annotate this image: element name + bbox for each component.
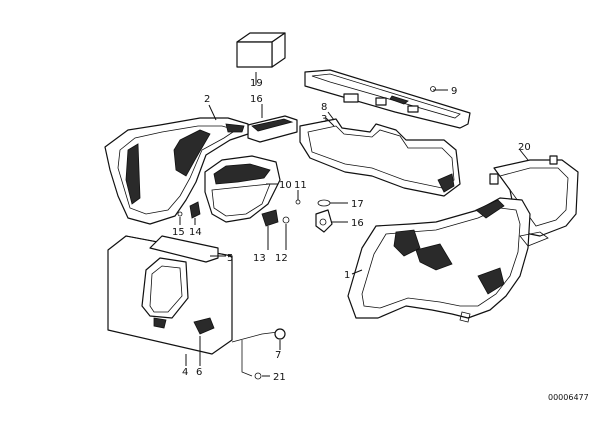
label-7: 7: [275, 350, 281, 361]
part-3-rear-trim-panel: [299, 117, 461, 197]
part-15-clip: [177, 211, 183, 225]
part-9-rear-rail: [304, 69, 471, 129]
part-14-clip: [189, 201, 201, 225]
part-1-right-side-trim: [347, 197, 549, 323]
label-21: 21: [273, 372, 286, 383]
part-2-left-side-trim: [104, 104, 249, 225]
label-15: 15: [172, 227, 185, 238]
part-19-box: [236, 32, 286, 85]
part-4-floor-lid: [107, 235, 233, 366]
part-21-screw: [241, 340, 270, 380]
label-13: 13: [253, 253, 266, 264]
part-16-bracket: [247, 104, 298, 143]
part-10-inner-cover: [204, 155, 301, 223]
label-3: 3: [321, 114, 327, 125]
document-number: 00006477: [548, 393, 589, 402]
part-17-clip: [317, 199, 348, 207]
label-1: 1: [344, 270, 350, 281]
label-11: 11: [294, 180, 307, 191]
label-12: 12: [275, 253, 288, 264]
label-10: 10: [279, 180, 292, 191]
label-20: 20: [518, 142, 531, 153]
part-16-grommet: [315, 209, 348, 233]
part-12-screw: [282, 216, 290, 250]
label-5: 5: [227, 253, 233, 264]
label-6: 6: [196, 367, 202, 378]
label-14: 14: [189, 227, 202, 238]
part-13-clip: [261, 209, 279, 250]
label-16-top: 16: [250, 94, 263, 105]
label-16-right: 16: [351, 218, 364, 229]
label-9: 9: [451, 86, 457, 97]
label-8: 8: [321, 102, 327, 113]
label-2: 2: [204, 94, 210, 105]
part-7-fastener: [231, 328, 286, 350]
label-19: 19: [250, 78, 263, 89]
label-17: 17: [351, 199, 364, 210]
label-4: 4: [182, 367, 188, 378]
